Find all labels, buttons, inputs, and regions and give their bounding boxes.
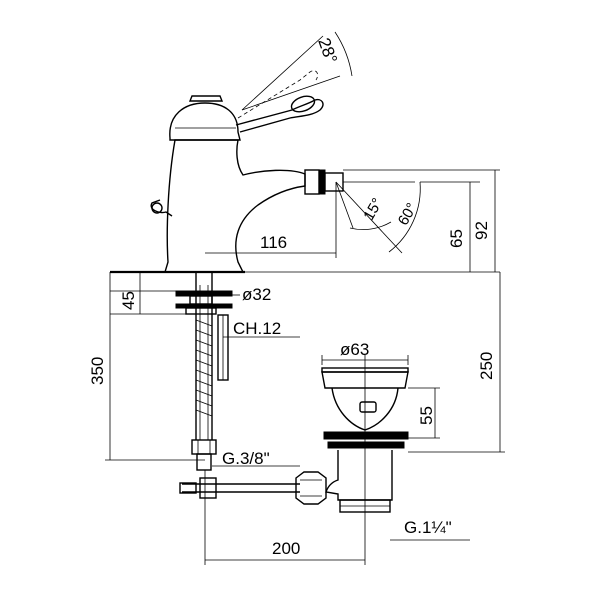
faucet-body: [150, 70, 324, 273]
dimension-116: 116: [205, 182, 337, 258]
dimension-350: 350: [88, 272, 205, 461]
dimension-32: ø32: [232, 285, 271, 304]
dimension-55: 55: [408, 387, 440, 439]
dimension-g114: G.1¼": [390, 518, 470, 541]
dimensions-65-92: 65 92: [243, 169, 500, 273]
svg-text:45: 45: [119, 291, 138, 310]
svg-text:65: 65: [447, 229, 466, 248]
svg-text:200: 200: [272, 539, 300, 558]
dimension-250: 250: [408, 272, 505, 453]
svg-text:G.3/8": G.3/8": [222, 449, 270, 468]
dimension-ch12: CH.12: [223, 319, 300, 338]
svg-text:ø32: ø32: [242, 285, 271, 304]
spout-angle-dimensions: 15° 60°: [335, 181, 421, 254]
svg-text:350: 350: [88, 357, 107, 385]
svg-text:250: 250: [477, 352, 496, 380]
svg-text:55: 55: [417, 406, 436, 425]
svg-text:ø63: ø63: [340, 340, 369, 359]
svg-text:92: 92: [472, 221, 491, 240]
angle-28-dimension: 28°: [241, 31, 353, 111]
dimension-g38: G.3/8": [212, 449, 300, 468]
svg-text:CH.12: CH.12: [233, 319, 281, 338]
spray-nozzle: [304, 169, 415, 195]
dimension-63: ø63: [321, 340, 409, 365]
svg-text:28°: 28°: [314, 35, 341, 66]
svg-text:15°: 15°: [360, 195, 386, 223]
drain-assembly: [321, 355, 409, 520]
svg-text:60°: 60°: [395, 200, 421, 228]
mounting-shank: [110, 270, 245, 471]
pop-up-linkage: [179, 470, 327, 505]
svg-text:G.1¼": G.1¼": [404, 518, 452, 537]
svg-text:116: 116: [260, 233, 287, 252]
dimension-200: 200: [204, 500, 366, 565]
dimension-45: 45: [110, 272, 186, 315]
